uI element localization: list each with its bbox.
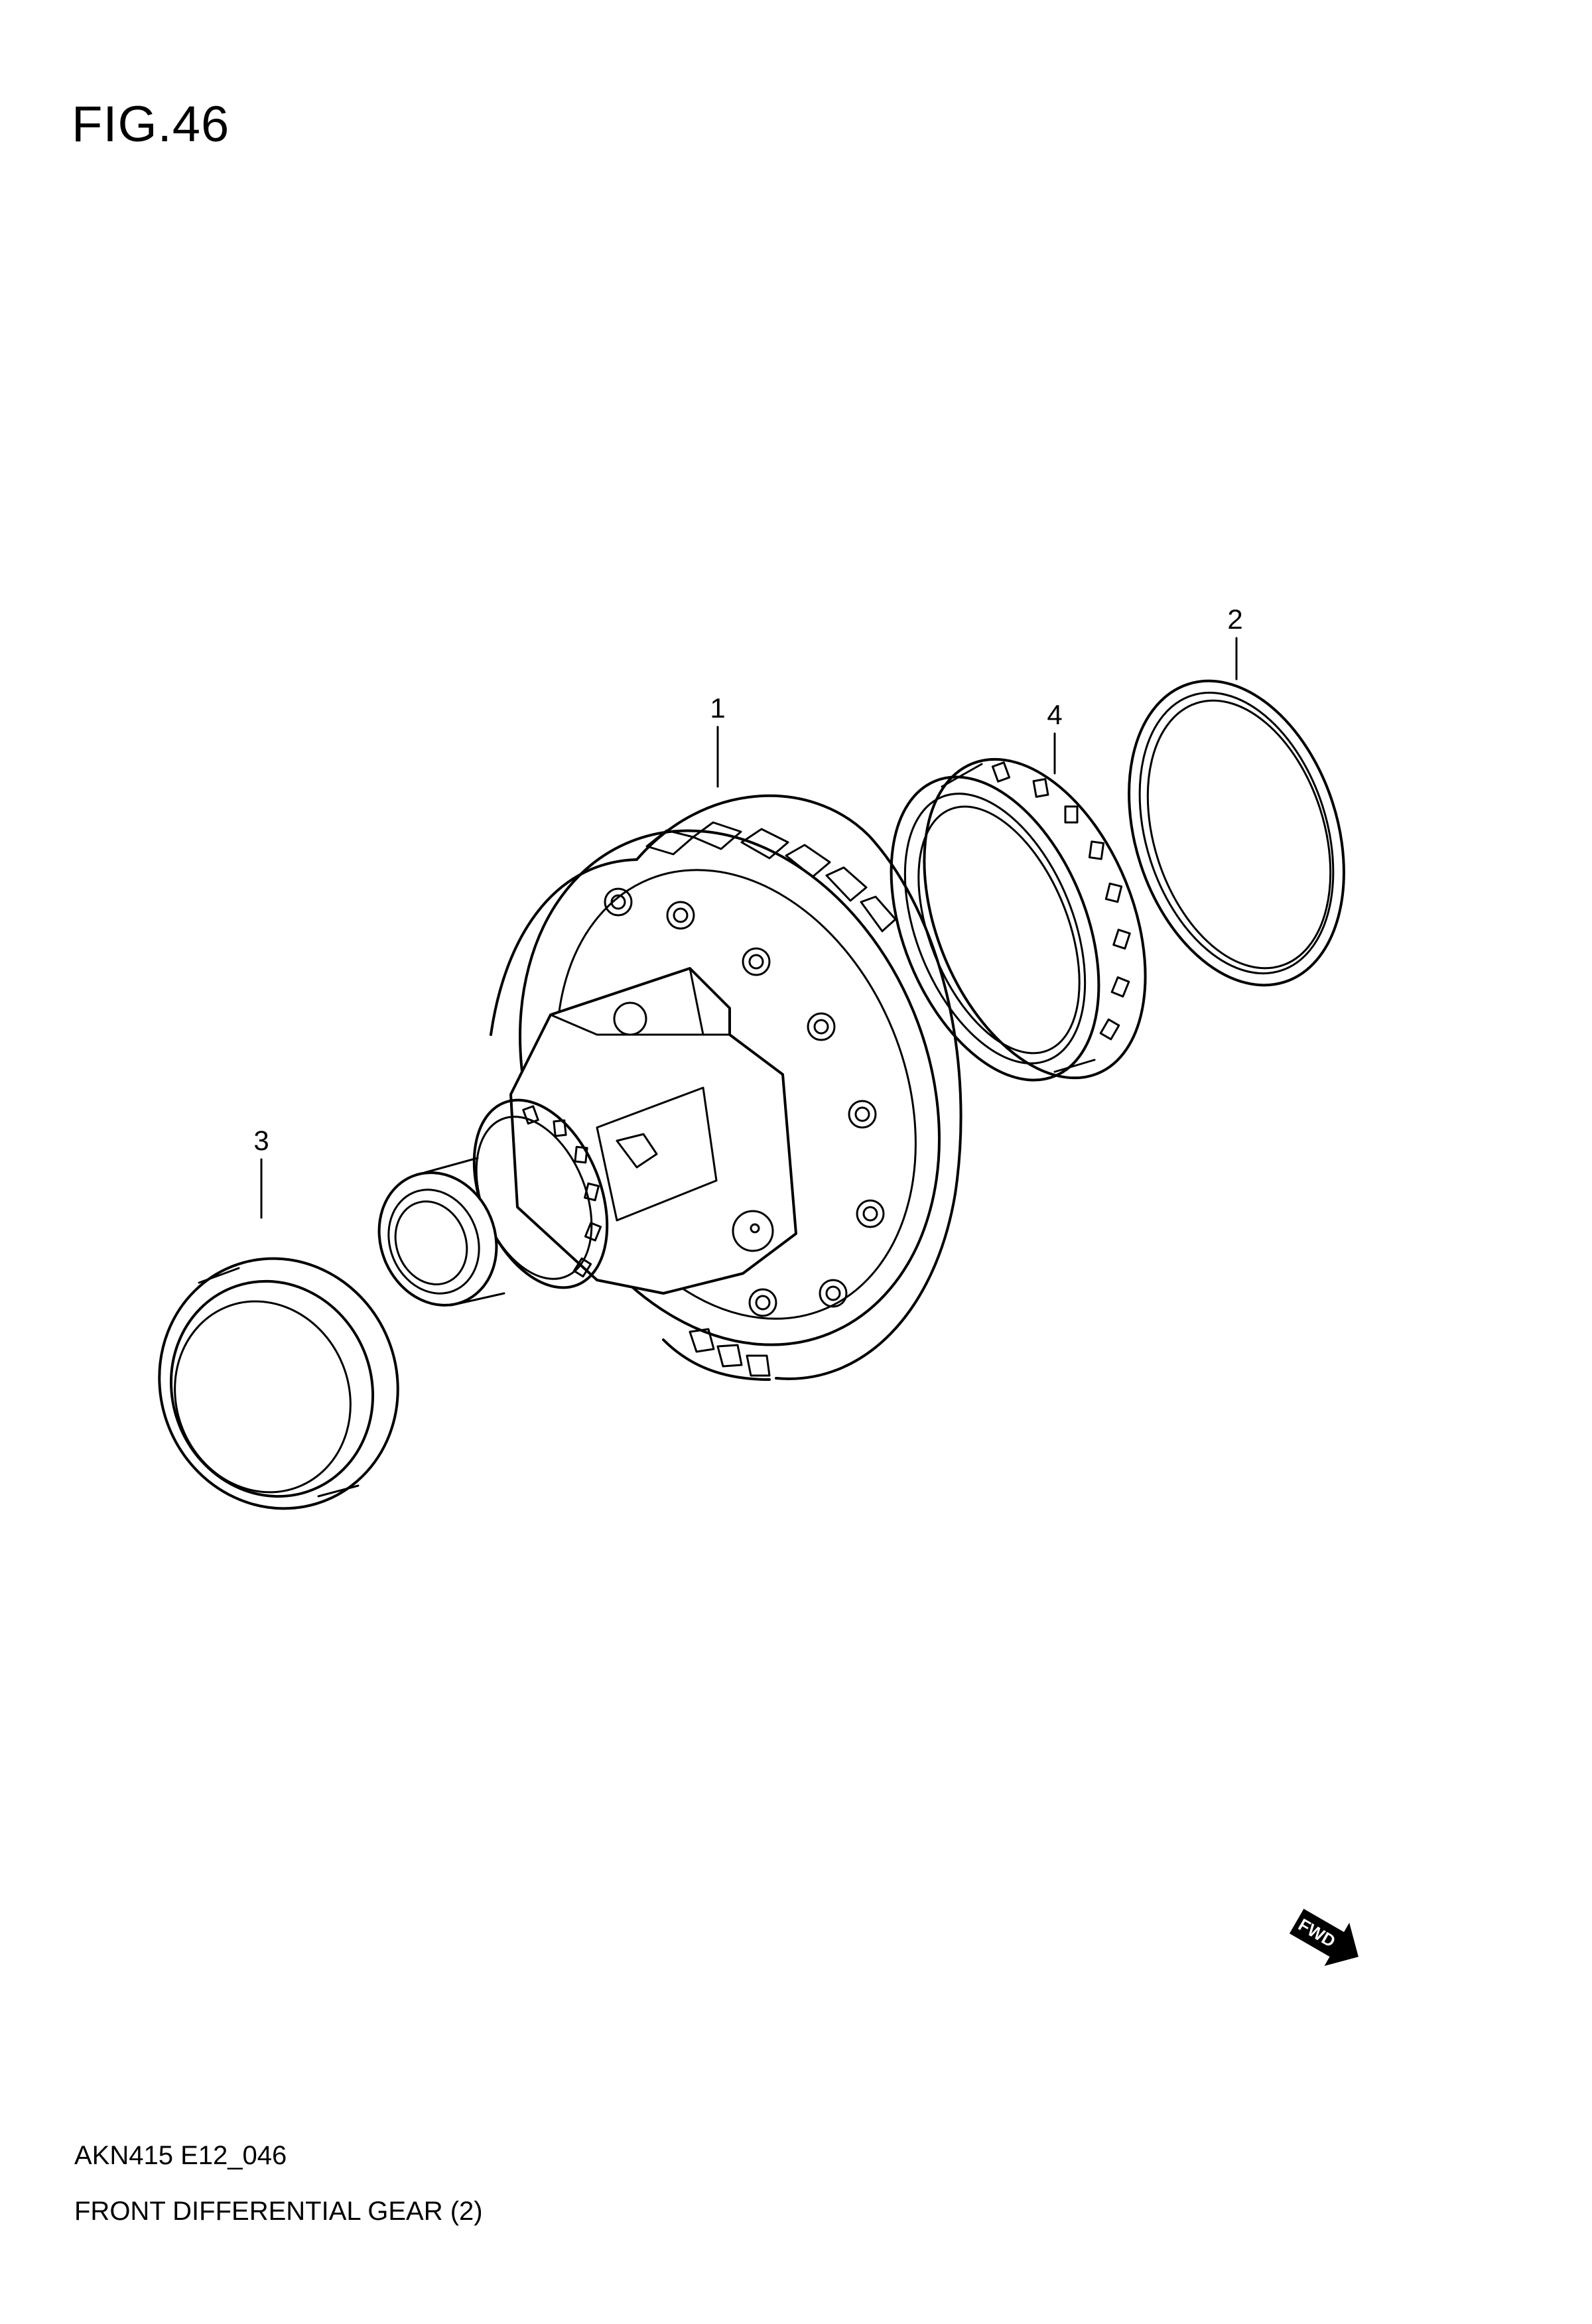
callout-3: 3 [253, 1125, 269, 1219]
svg-text:4: 4 [1047, 699, 1062, 730]
callout-1: 1 [710, 692, 726, 788]
footer-code: AKN415 E12_046 [74, 2141, 287, 2170]
part-2-shim-ring [1128, 679, 1345, 987]
figure-title: FIG.46 [72, 96, 230, 153]
part-4-tapered-bearing [890, 757, 1147, 1082]
callout-4: 4 [1047, 699, 1063, 775]
svg-text:2: 2 [1227, 604, 1242, 635]
footer-name: FRONT DIFFERENTIAL GEAR (2) [74, 2197, 483, 2226]
svg-text:3: 3 [253, 1125, 269, 1156]
part-1-differential-case [377, 794, 962, 1381]
fwd-arrow-icon: FWD [1289, 1908, 1359, 1967]
svg-text:1: 1 [710, 692, 725, 724]
callout-2: 2 [1227, 604, 1243, 680]
part-3-bearing-race [158, 1257, 399, 1510]
